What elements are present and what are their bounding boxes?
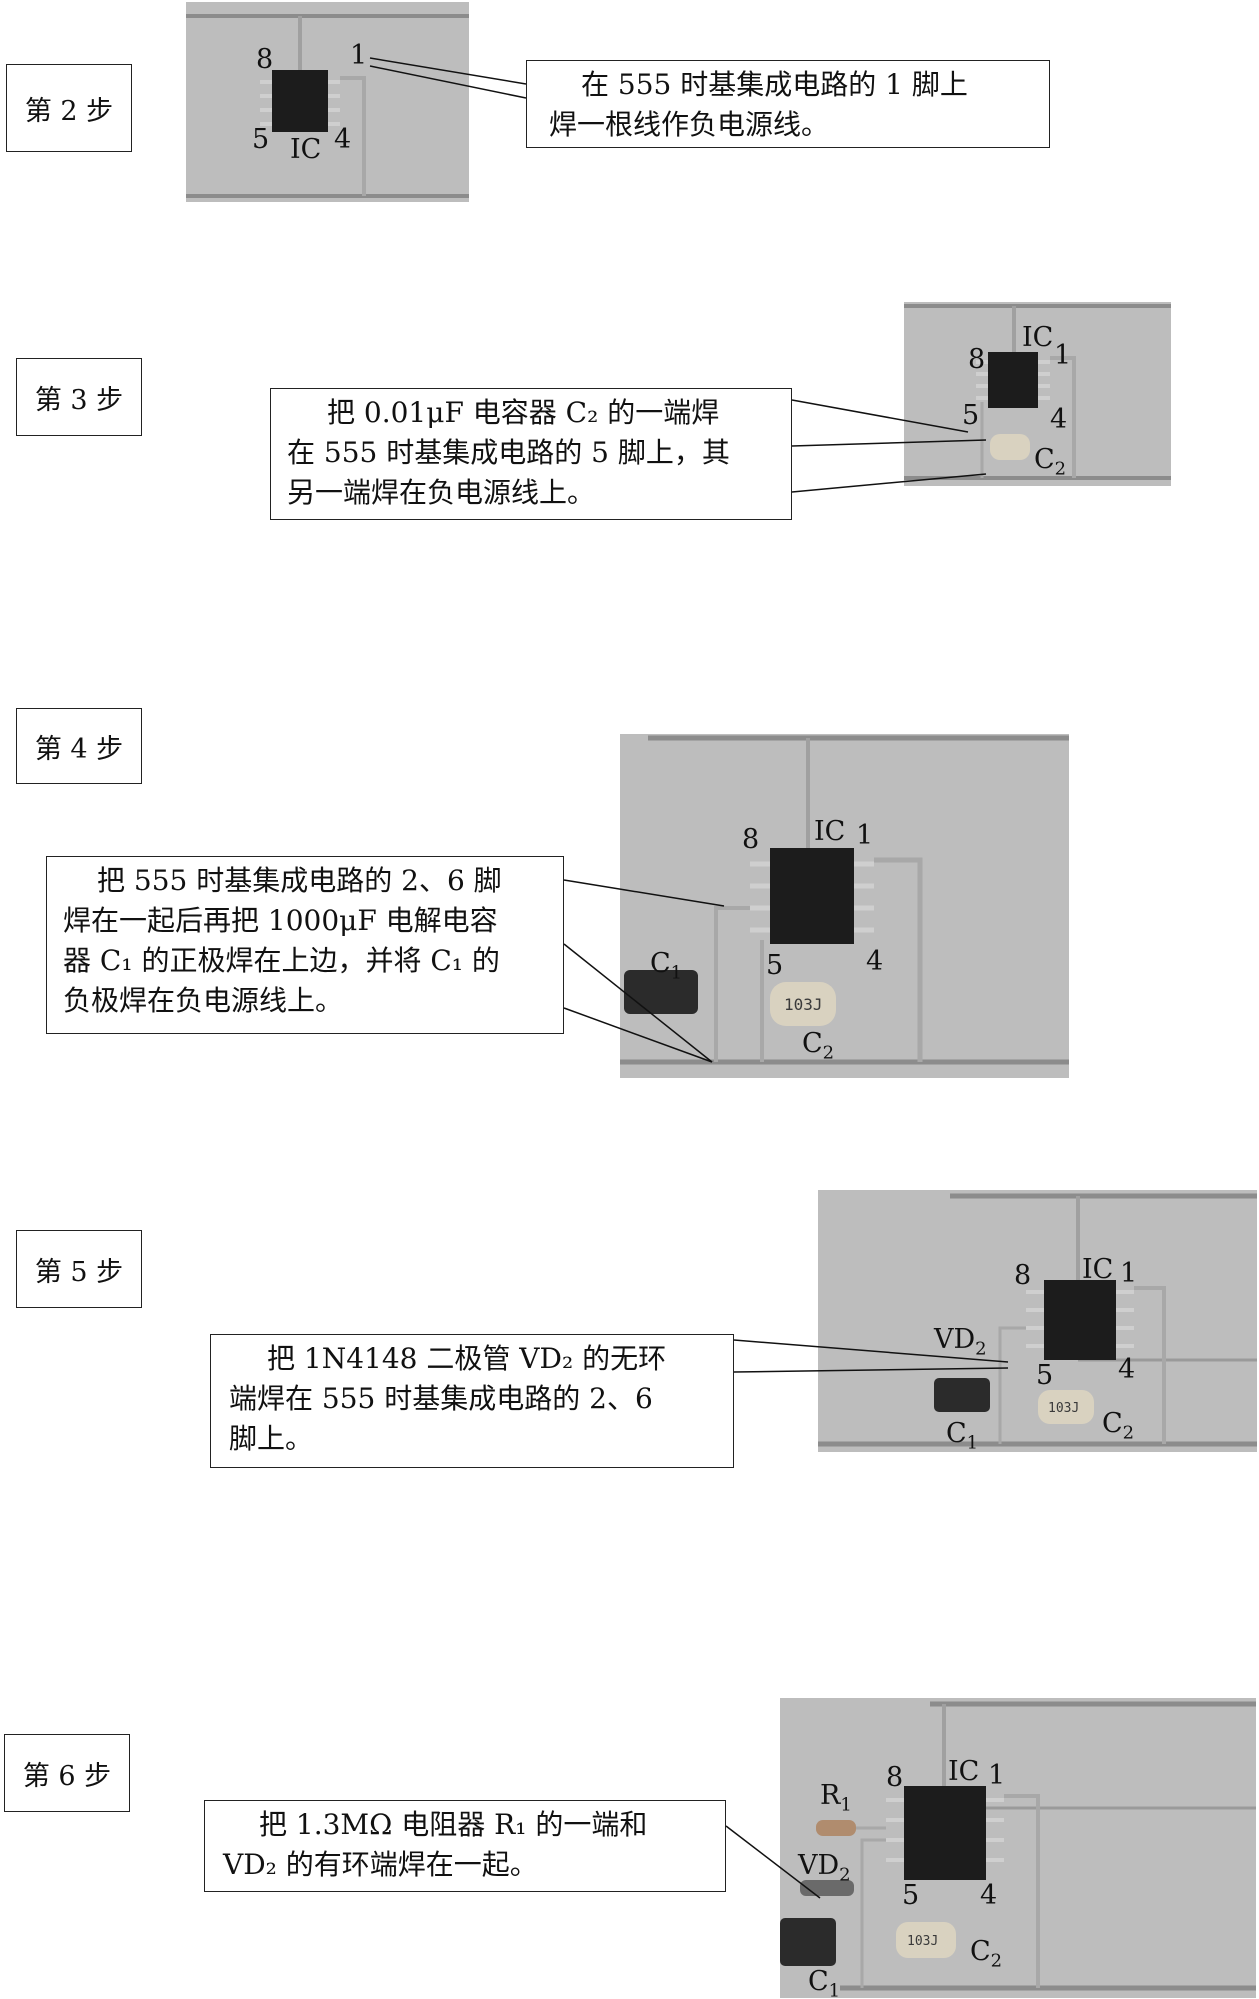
step-3-pin8-label: 8 [968,344,986,375]
step-2-label-text: 第 2 步 [24,95,114,127]
step-4-callout: 把 555 时基集成电路的 2、6 脚 焊在一起后再把 1000μF 电解电容 … [46,856,564,1034]
step-6-vd-sub: 2 [839,1864,851,1886]
step-5-text-line-3: 脚上。 [229,1422,314,1455]
step-6-ic-label: IC [948,1756,980,1787]
step-2-pin4-label: 4 [334,124,352,155]
step-4-pin5-label: 5 [766,950,784,981]
step-4-pin8-label: 8 [742,824,760,855]
step-4-c2-letter: C [802,1028,823,1059]
step-2-photo-drawing [186,2,469,202]
step-5-vd-letters: VD [934,1324,976,1355]
step-5-photo-drawing: 103J [818,1190,1257,1452]
step-6-label: 第 6 步 [4,1734,130,1812]
step-5-c2-sub: 2 [1122,1422,1135,1444]
step-4-c1-sub: 1 [670,962,683,984]
step-4-c2-sub: 2 [822,1042,835,1064]
step-5-text-line-2: 端焊在 555 时基集成电路的 2、6 [229,1382,653,1415]
step-5-pin1-label: 1 [1120,1258,1138,1289]
step-3-c2-letter: C [1034,444,1055,475]
step-6-vd-letters: VD [798,1850,840,1881]
step-6-c2-label: C2 [970,1938,1002,1970]
step-4-cap-marking: 103J [784,995,823,1014]
step-2-callout: 在 555 时基集成电路的 1 脚上 焊一根线作负电源线。 [526,60,1050,148]
step-6-pin4-label: 4 [980,1880,998,1911]
step-6-r1-sub: 1 [840,1794,852,1816]
step-6-vd-label: VD2 [798,1852,851,1884]
step-3-text-line-2: 在 555 时基集成电路的 5 脚上，其 [287,436,730,469]
step-3-c2-label: C2 [1034,446,1066,478]
step-6-c1-letter: C [808,1966,829,1997]
step-2-pin1-label: 1 [350,40,368,71]
step-2-label: 第 2 步 [6,64,132,152]
step-6-c1-label: C1 [808,1968,840,1998]
step-6-pin5-label: 5 [902,1880,920,1911]
step-5-c1-letter: C [946,1418,967,1449]
step-3-pin5-label: 5 [962,400,980,431]
step-2-text-line-1: 在 555 时基集成电路的 1 脚上 [581,68,968,101]
step-4-label: 第 4 步 [16,708,142,784]
step-5-ic-label: IC [1082,1254,1114,1285]
step-5-label-text: 第 5 步 [34,1256,124,1288]
step-4-c1-label: C1 [650,950,682,982]
step-4-c1-letter: C [650,948,671,979]
step-2-pin8-label: 8 [256,44,274,75]
step-6-label-text: 第 6 步 [22,1760,112,1792]
step-5-label: 第 5 步 [16,1230,142,1308]
step-5-c1-sub: 1 [966,1432,979,1452]
step-2-text-line-2: 焊一根线作负电源线。 [549,108,830,141]
step-5-text-line-1: 把 1N4148 二极管 VD₂ 的无环 [267,1342,667,1375]
step-6-photo-drawing: 103J [780,1698,1256,1998]
step-4-text-line-2: 焊在一起后再把 1000μF 电解电容 [63,904,498,937]
step-4-photo: 103J 8 IC 1 5 4 C1 C2 [620,734,1069,1078]
step-5-c2-label: C2 [1102,1410,1134,1442]
step-4-text-line-1: 把 555 时基集成电路的 2、6 脚 [97,864,502,897]
step-5-c2-letter: C [1102,1408,1123,1439]
step-5-vd-label: VD2 [934,1326,987,1358]
step-6-cap-marking: 103J [907,1934,938,1949]
step-5-cap-marking: 103J [1048,1401,1079,1416]
step-3-text-line-1: 把 0.01μF 电容器 C₂ 的一端焊 [327,396,720,429]
step-6-callout: 把 1.3MΩ 电阻器 R₁ 的一端和 VD₂ 的有环端焊在一起。 [204,1800,726,1892]
step-5-vd-sub: 2 [975,1338,987,1360]
step-3-photo: IC 8 1 5 4 C2 [904,302,1171,486]
step-5-pin4-label: 4 [1118,1354,1136,1385]
step-4-pin4-label: 4 [866,946,884,977]
step-3-callout: 把 0.01μF 电容器 C₂ 的一端焊 在 555 时基集成电路的 5 脚上，… [270,388,792,520]
step-4-ic-label: IC [814,816,846,847]
step-4-c2-label: C2 [802,1030,834,1062]
step-6-c1-sub: 1 [828,1980,841,1998]
step-4-label-text: 第 4 步 [34,733,124,765]
step-3-ic-label: IC [1022,322,1054,353]
step-6-c2-letter: C [970,1936,991,1967]
step-3-pin4-label: 4 [1050,404,1068,435]
step-6-pin1-label: 1 [988,1760,1006,1791]
step-4-text-line-3: 器 C₁ 的正极焊在上边，并将 C₁ 的 [63,944,500,977]
step-5-callout: 把 1N4148 二极管 VD₂ 的无环 端焊在 555 时基集成电路的 2、6… [210,1334,734,1468]
step-2-ic-label: IC [290,134,322,165]
step-2-pin5-label: 5 [252,124,270,155]
step-5-c1-label: C1 [946,1420,978,1452]
step-6-r1-letter: R [820,1780,841,1811]
step-6-photo: 103J R1 8 IC 1 VD2 5 4 C1 C2 [780,1698,1256,1998]
step-4-text-line-4: 负极焊在负电源线上。 [63,984,344,1017]
step-3-photo-drawing [904,302,1171,486]
step-4-pin1-label: 1 [856,820,874,851]
step-3-pin1-label: 1 [1054,340,1072,371]
step-5-pin5-label: 5 [1036,1360,1054,1391]
step-6-r1-label: R1 [820,1782,852,1814]
step-2-photo: 8 1 5 4 IC [186,2,469,202]
step-3-text-line-3: 另一端焊在负电源线上。 [287,476,596,509]
step-5-photo: 103J 8 IC 1 VD2 5 4 C1 C2 [818,1190,1257,1452]
step-6-c2-sub: 2 [990,1950,1003,1972]
step-3-label: 第 3 步 [16,358,142,436]
step-3-label-text: 第 3 步 [34,384,124,416]
step-3-c2-sub: 2 [1054,458,1067,480]
step-6-text-line-1: 把 1.3MΩ 电阻器 R₁ 的一端和 [259,1808,648,1841]
step-6-text-line-2: VD₂ 的有环端焊在一起。 [223,1848,538,1881]
step-6-pin8-label: 8 [886,1762,904,1793]
step-4-photo-drawing: 103J [620,734,1069,1078]
step-5-pin8-label: 8 [1014,1260,1032,1291]
